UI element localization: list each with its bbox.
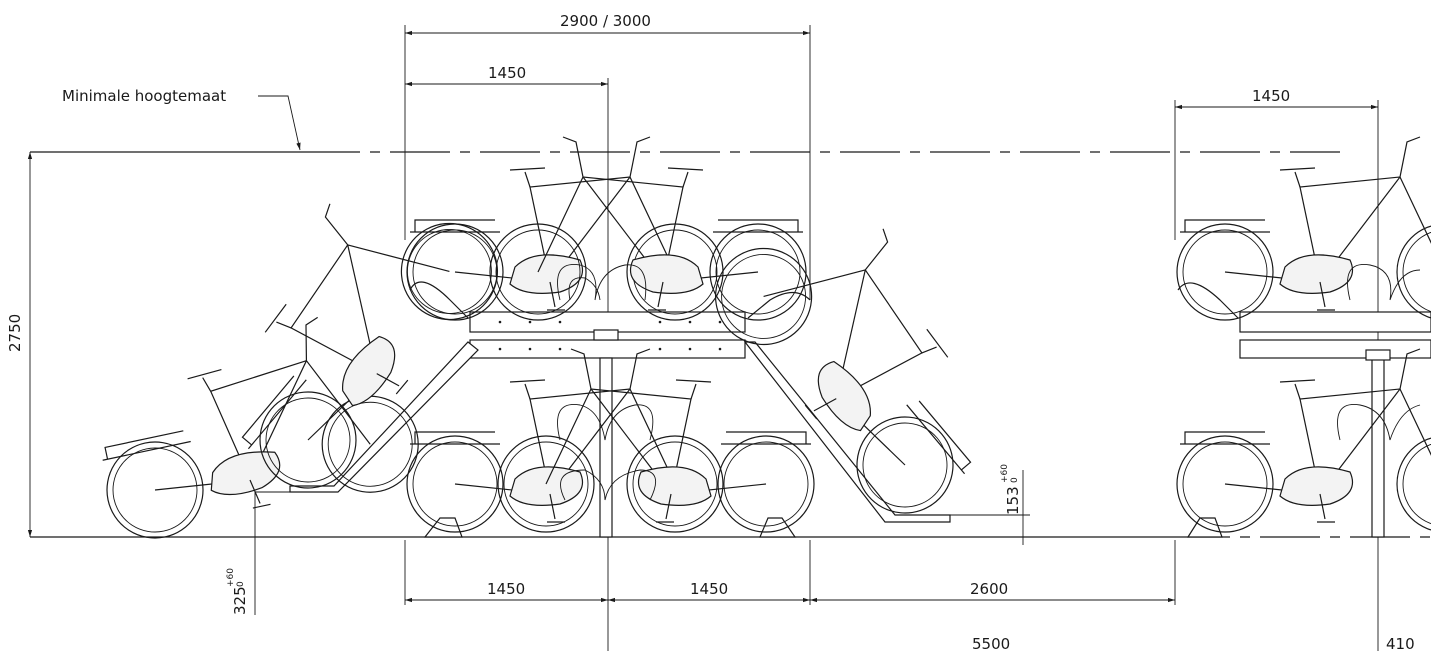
upper-offset-dimension (950, 470, 1030, 545)
bottom-dimensions (404, 540, 1176, 605)
upper-offset-label: 153 (1004, 486, 1022, 515)
minimum-height-label: Minimale hoogtemaat (62, 87, 226, 105)
tyre-loops (557, 264, 1421, 501)
top-total-label: 2900 / 3000 (560, 12, 651, 30)
top-half-right-label: 1450 (1252, 87, 1290, 105)
lower-height-dimension (254, 491, 300, 615)
lower-tolerance-plus: +60 (226, 568, 236, 587)
bicycle-ramp-left (173, 147, 518, 509)
height-total-label: 2750 (6, 314, 24, 352)
top-half-left-label: 1450 (488, 64, 526, 82)
bottom-total-label: 5500 (972, 635, 1010, 651)
top-total-dimension (404, 25, 811, 300)
lower-tolerance-zero: 0 (236, 581, 246, 587)
bottom-gap-label: 2600 (970, 580, 1008, 598)
upper-tolerance-plus: +60 (1000, 464, 1010, 483)
rack-bolts (498, 320, 722, 351)
minimum-height-line (30, 95, 1340, 153)
bottom-left-label: 1450 (487, 580, 525, 598)
bottom-edge-label: 410 (1386, 635, 1415, 651)
main-rack (289, 281, 951, 538)
top-half-left-dimension (405, 78, 609, 651)
lower-height-label: 325 (231, 586, 249, 615)
bicycle-right-lower (1176, 348, 1431, 533)
right-rack (1177, 282, 1431, 538)
bottom-mid-label: 1450 (690, 580, 728, 598)
upper-tolerance-zero: 0 (1010, 477, 1020, 483)
bicycle-ramp-right (695, 172, 1040, 534)
